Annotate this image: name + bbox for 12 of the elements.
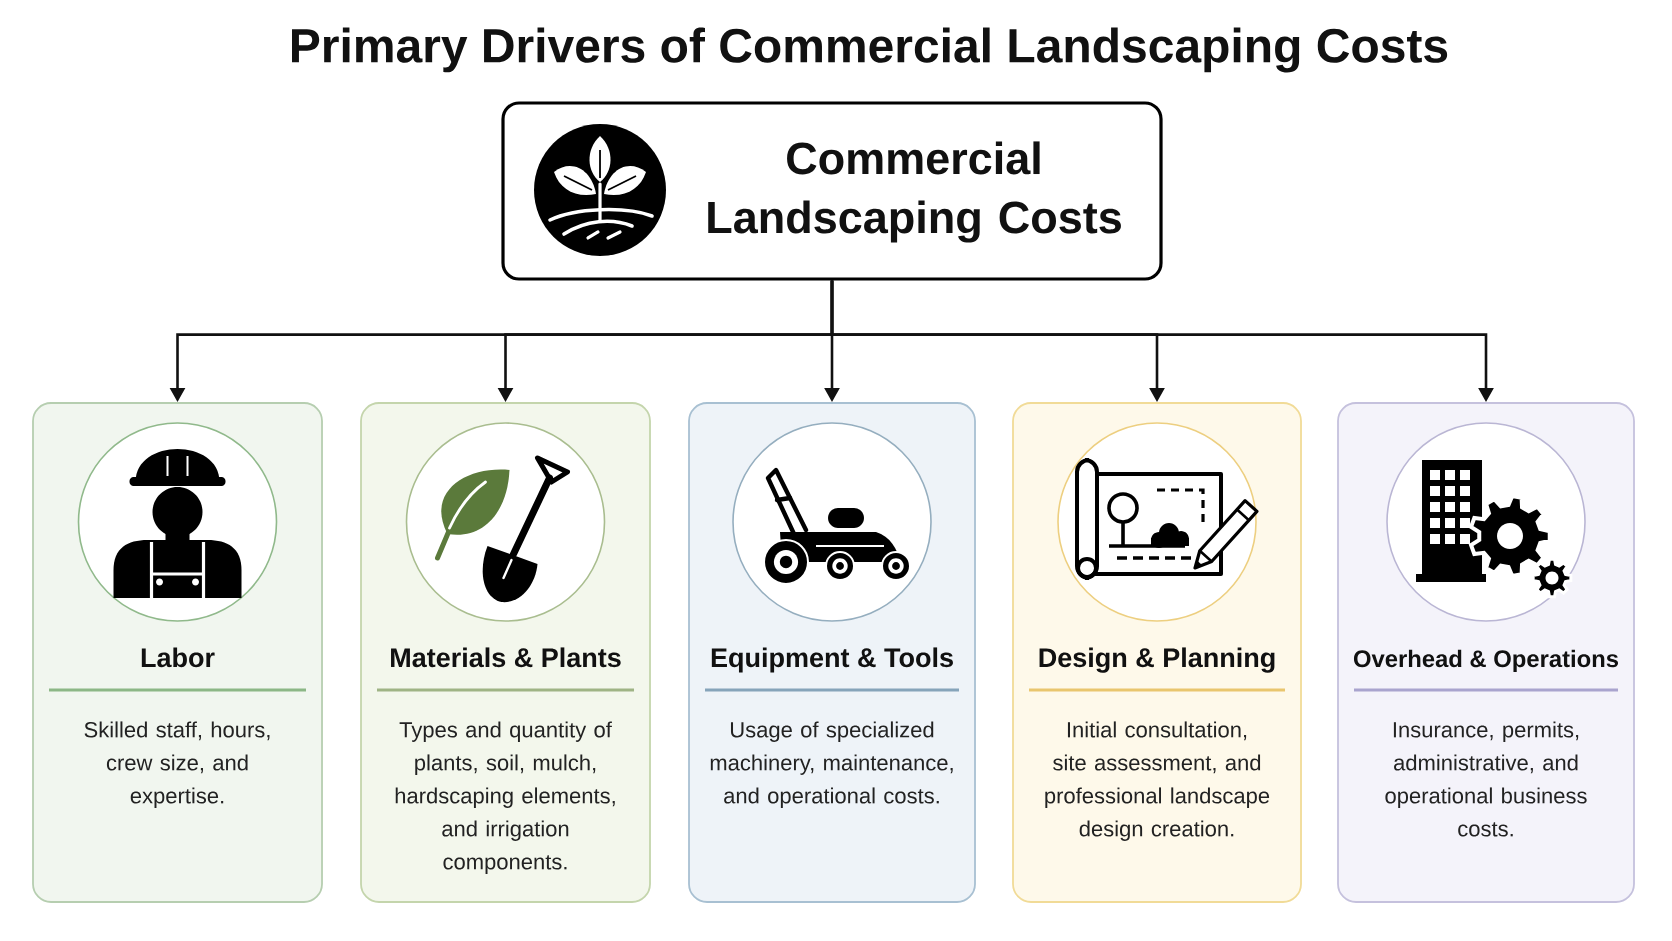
card-text: Initial consultation, site assessment, and professional landscape design creation. xyxy=(1045,721,1270,841)
title: Primary Drivers of Commercial Landscaping Costs xyxy=(292,27,1448,73)
card-text: Usage of specialized machinery, maintenance, and operational costs. xyxy=(710,721,953,808)
box-title: Commercial Landscaping Costs xyxy=(708,141,1121,243)
card-heading: Labor xyxy=(141,647,215,668)
card-text: Insurance, permits, administrative, and operational business costs. xyxy=(1385,721,1587,837)
card-heading: Equipment & Tools xyxy=(711,647,953,673)
card-text: Skilled staff, hours, crew size, and expertise. xyxy=(84,721,270,808)
card-heading: Overhead & Operations xyxy=(1353,649,1618,672)
card-heading: Materials & Plants xyxy=(391,647,621,668)
card-text: Types and quantity of plants, soil, mulch, hardscaping elements, and irrigation components. xyxy=(395,721,615,874)
card-heading: Design & Planning xyxy=(1039,647,1275,673)
